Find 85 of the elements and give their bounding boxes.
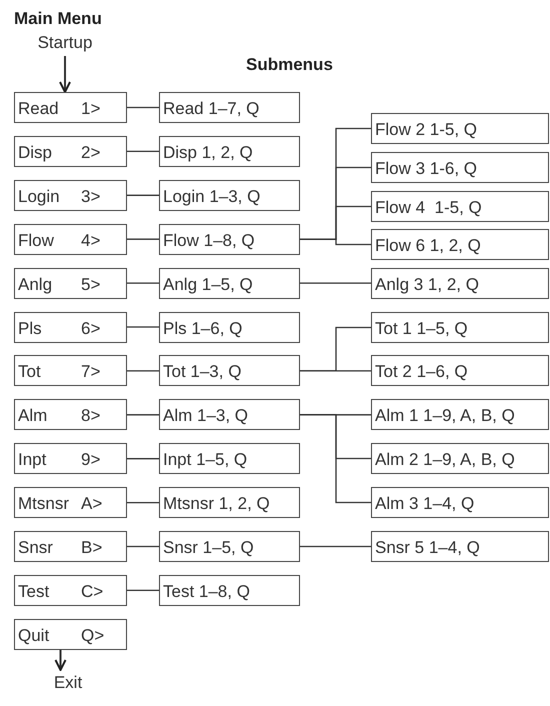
submenu-box: Pls 1–6, Q [159,312,300,342]
menu-key: A> [81,491,102,517]
connector-line [127,194,159,196]
menu-key: 5> [81,272,100,298]
submenu-box: Test 1–8, Q [159,574,300,606]
menu-key: 4> [81,228,100,254]
menu-box [14,574,127,606]
connector-line [300,414,371,504]
connector-line [127,238,159,240]
connector-line [127,150,159,152]
arrow [54,650,66,671]
submenu-box: Anlg 3 1, 2, Q [371,268,549,299]
submenu-box: Snsr 5 1–4, Q [371,531,549,562]
diagram-title: Main Menu [14,8,102,30]
connector-line [300,370,371,372]
menu-box [14,399,127,430]
connector-line [300,282,371,284]
menu-name: Mtsnsr [18,493,69,516]
menu-name: Pls [18,318,42,340]
arrow [59,56,71,93]
menu-box [14,487,127,518]
submenu-box: Alm 1–3, Q [159,399,300,430]
menu-box [14,224,127,255]
submenu-box: Flow 2 1-5, Q [371,113,549,144]
connector-line [300,238,371,246]
submenu-box: Flow 4 1-5, Q [371,191,549,222]
connector-line [127,414,159,416]
connector-line [127,590,159,592]
menu-key: B> [81,535,102,560]
connector-line [127,326,159,328]
submenu-box: Inpt 1–5, Q [159,443,300,474]
menu-key: 9> [81,447,100,473]
menu-key: 6> [81,316,100,341]
submenu-box: Anlg 1–5, Q [159,268,300,299]
menu-name: Alm [18,405,48,428]
menu-name: Read [18,98,59,120]
menu-box [14,443,127,474]
menu-name: Quit [18,624,50,647]
menu-box [14,312,127,342]
menu-key: 1> [81,96,100,122]
connector-line [127,282,159,284]
menu-box [14,92,127,123]
menu-key: C> [81,578,104,604]
menu-key: 3> [81,184,100,210]
menu-box [14,180,127,211]
menu-key: Q> [81,622,104,648]
menu-box [14,355,127,386]
submenu-box: Mtsnsr 1, 2, Q [159,487,300,518]
submenu-box: Tot 2 1–6, Q [371,355,549,386]
submenu-box: Tot 1–3, Q [159,355,300,386]
menu-key: 2> [81,140,100,166]
menu-name: Anlg [18,274,52,296]
submenu-box: Disp 1, 2, Q [159,136,300,167]
menu-box [14,618,127,650]
submenu-box: Flow 3 1-6, Q [371,152,549,183]
menu-box [14,268,127,299]
flow-terminal-label: Startup [30,30,100,56]
menu-name: Tot [18,361,41,384]
submenu-box: Alm 1 1–9, A, B, Q [371,399,549,430]
submenu-box: Login 1–3, Q [159,180,300,211]
connector-line [127,458,159,460]
menu-box [14,531,127,562]
menu-name: Inpt [18,449,46,472]
submenu-box: Tot 1 1–5, Q [371,312,549,343]
menu-key: 8> [81,403,100,429]
submenu-box: Alm 2 1–9, A, B, Q [371,443,549,474]
submenu-box: Read 1–7, Q [159,92,300,123]
connector-line [127,106,159,108]
submenu-box: Flow 1–8, Q [159,224,300,255]
menu-box [14,136,127,167]
submenu-box: Flow 6 1, 2, Q [371,229,549,260]
menu-key: 7> [81,359,100,385]
submenu-box: Snsr 1–5, Q [159,531,300,562]
connector-line [127,546,159,548]
connector-line [127,502,159,504]
menu-name: Disp [18,142,52,164]
menu-name: Flow [18,230,54,252]
section-heading: Submenus [246,54,333,76]
menu-name: Login [18,186,60,208]
submenu-box: Alm 3 1–4, Q [371,487,549,518]
connector-line [300,546,371,548]
menu-name: Test [18,580,50,603]
connector-line [127,370,159,372]
flow-terminal-label: Exit [45,670,91,696]
menu-name: Snsr [18,537,53,559]
